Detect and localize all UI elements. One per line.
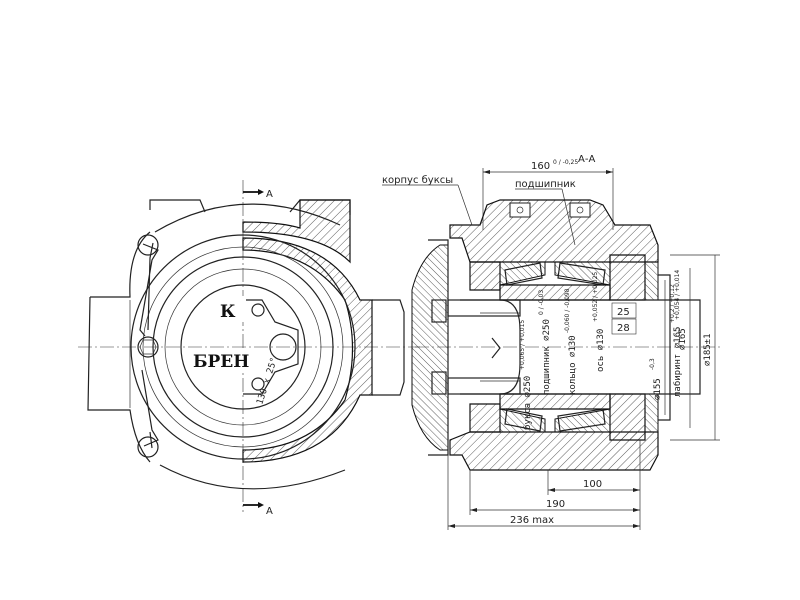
label-axle: ось ⌀130 [596,329,606,372]
label-bore-bearing: подшипник ⌀250 [542,319,552,395]
svg-text:+0,065 / +0,015: +0,065 / +0,015 [519,320,526,370]
dim-d155: ⌀155 [653,378,663,400]
cut-label-bottom: А [266,506,273,517]
svg-text:-0,060 / -0,098: -0,060 / -0,098 [564,288,571,333]
left-bolts [137,234,159,458]
label-ring: кольцо ⌀130 [568,335,578,395]
svg-text:+0,052 / +0,025: +0,052 / +0,025 [592,272,599,322]
cut-marker-top: А [243,189,273,200]
svg-text:190: 190 [546,499,565,510]
text-k: К [220,302,236,322]
dim-25-28: 25 28 [611,302,637,335]
dim-160: 160 0 / -0,25 [482,159,614,230]
svg-text:+0,2 / +0,12: +0,2 / +0,12 [669,284,676,323]
bolt-spec-label: 130 х 25° [255,356,280,405]
svg-text:25: 25 [617,307,630,318]
dim-d185: ⌀185±1 [703,333,713,366]
svg-text:236 max: 236 max [510,515,554,526]
svg-text:-0,3: -0,3 [649,358,656,370]
cut-marker-bottom: А [243,502,273,517]
cut-label-top: А [266,189,273,200]
label-housing: корпус буксы [382,175,453,186]
dim-bottom: 100 190 236 max [447,440,641,530]
svg-text:0 / -0,25: 0 / -0,25 [553,159,578,166]
svg-text:+0,054 / +0,014: +0,054 / +0,014 [674,270,681,320]
section-title: А-А [578,154,595,165]
left-view: А А [78,180,420,517]
right-view: А-А 160 0 / -0,25 корпус буксы подшипник [382,154,720,530]
svg-text:28: 28 [617,323,630,334]
svg-text:160: 160 [531,161,550,172]
label-bearing: подшипник [515,179,576,190]
text-bren: БРЕН [193,352,249,372]
label-labyrinth: лабиринт ⌀165 [672,327,683,397]
svg-text:100: 100 [583,479,602,490]
label-bore-housing: букса ⌀250 [522,376,533,430]
dim-d165: ⌀165 [678,328,688,350]
svg-text:0 / -0,03: 0 / -0,03 [538,290,545,315]
rollers-lower [499,393,611,433]
